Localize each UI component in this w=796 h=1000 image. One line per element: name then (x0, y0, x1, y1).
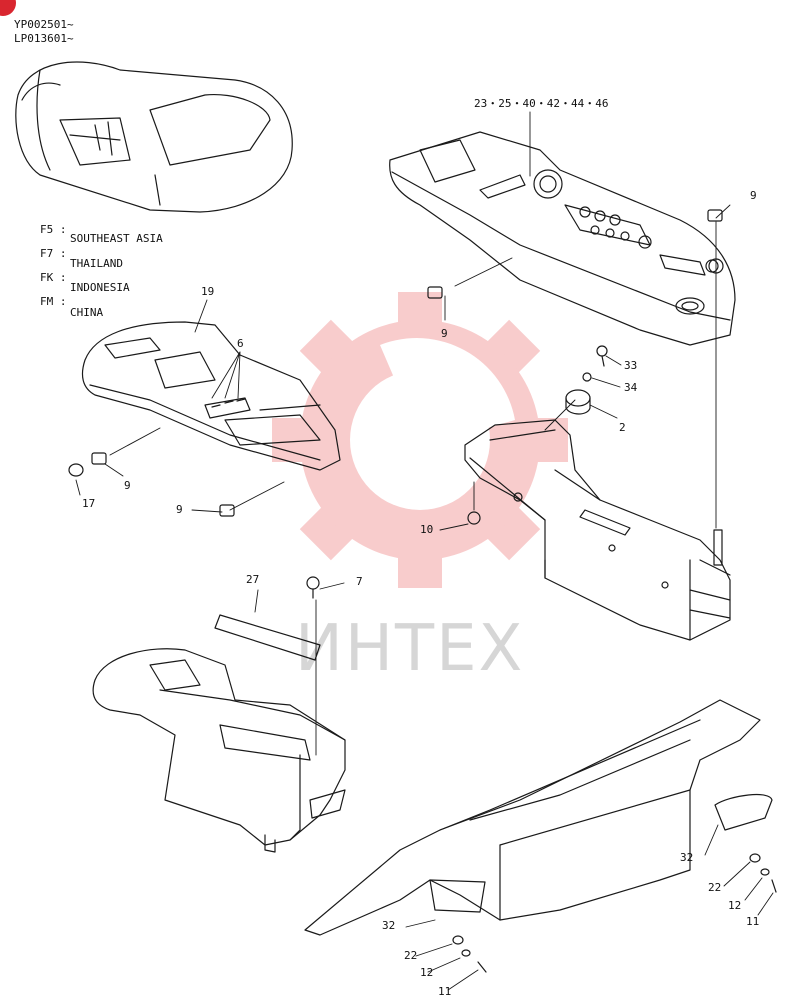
callout-32-right: 32 (680, 851, 694, 864)
callout-19: 19 (201, 285, 215, 298)
floor-cover (304, 699, 777, 973)
region-name-fk: INDONESIA (70, 281, 130, 294)
callout-17: 17 (82, 497, 96, 510)
lower-console-box (92, 576, 346, 853)
region-code-fm: FM : (40, 295, 67, 308)
callout-10: 10 (420, 523, 434, 536)
upper-console (389, 131, 736, 346)
callout-9-a: 9 (124, 479, 131, 492)
callout-12-right: 12 (728, 899, 742, 912)
callout-9-top: 9 (750, 189, 757, 202)
serial-range-1: YP002501~ (14, 18, 74, 31)
console-stand (464, 258, 731, 641)
callout-22-right: 22 (708, 881, 722, 894)
callout-6: 6 (237, 337, 244, 350)
callout-9-b: 9 (176, 503, 183, 516)
callout-9-left-top: 9 (441, 327, 448, 340)
callout-console-group: 23・25・40・42・44・46 (474, 97, 609, 110)
callout-2: 2 (619, 421, 626, 434)
region-name-f7: THAILAND (70, 257, 123, 270)
region-name-f5: SOUTHEAST ASIA (70, 232, 163, 245)
callout-34: 34 (624, 381, 638, 394)
callout-12-left: 12 (420, 966, 434, 979)
cab-overview (15, 61, 293, 213)
callout-27: 27 (246, 573, 260, 586)
region-code-f5: F5 : (40, 223, 67, 236)
callout-11-right: 11 (746, 915, 760, 928)
region-code-fk: FK : (40, 271, 67, 284)
console-panel-19 (81, 321, 341, 471)
callout-11-left: 11 (438, 985, 452, 998)
callout-32-left: 32 (382, 919, 396, 932)
region-code-f7: F7 : (40, 247, 67, 260)
serial-range-2: LP013601~ (14, 32, 74, 45)
region-name-fm: CHINA (70, 306, 104, 319)
callout-7: 7 (356, 575, 363, 588)
callout-33: 33 (624, 359, 638, 372)
corner-badge (0, 0, 16, 16)
watermark-text: ИНТЕХ (295, 612, 525, 686)
callout-22-left: 22 (404, 949, 418, 962)
